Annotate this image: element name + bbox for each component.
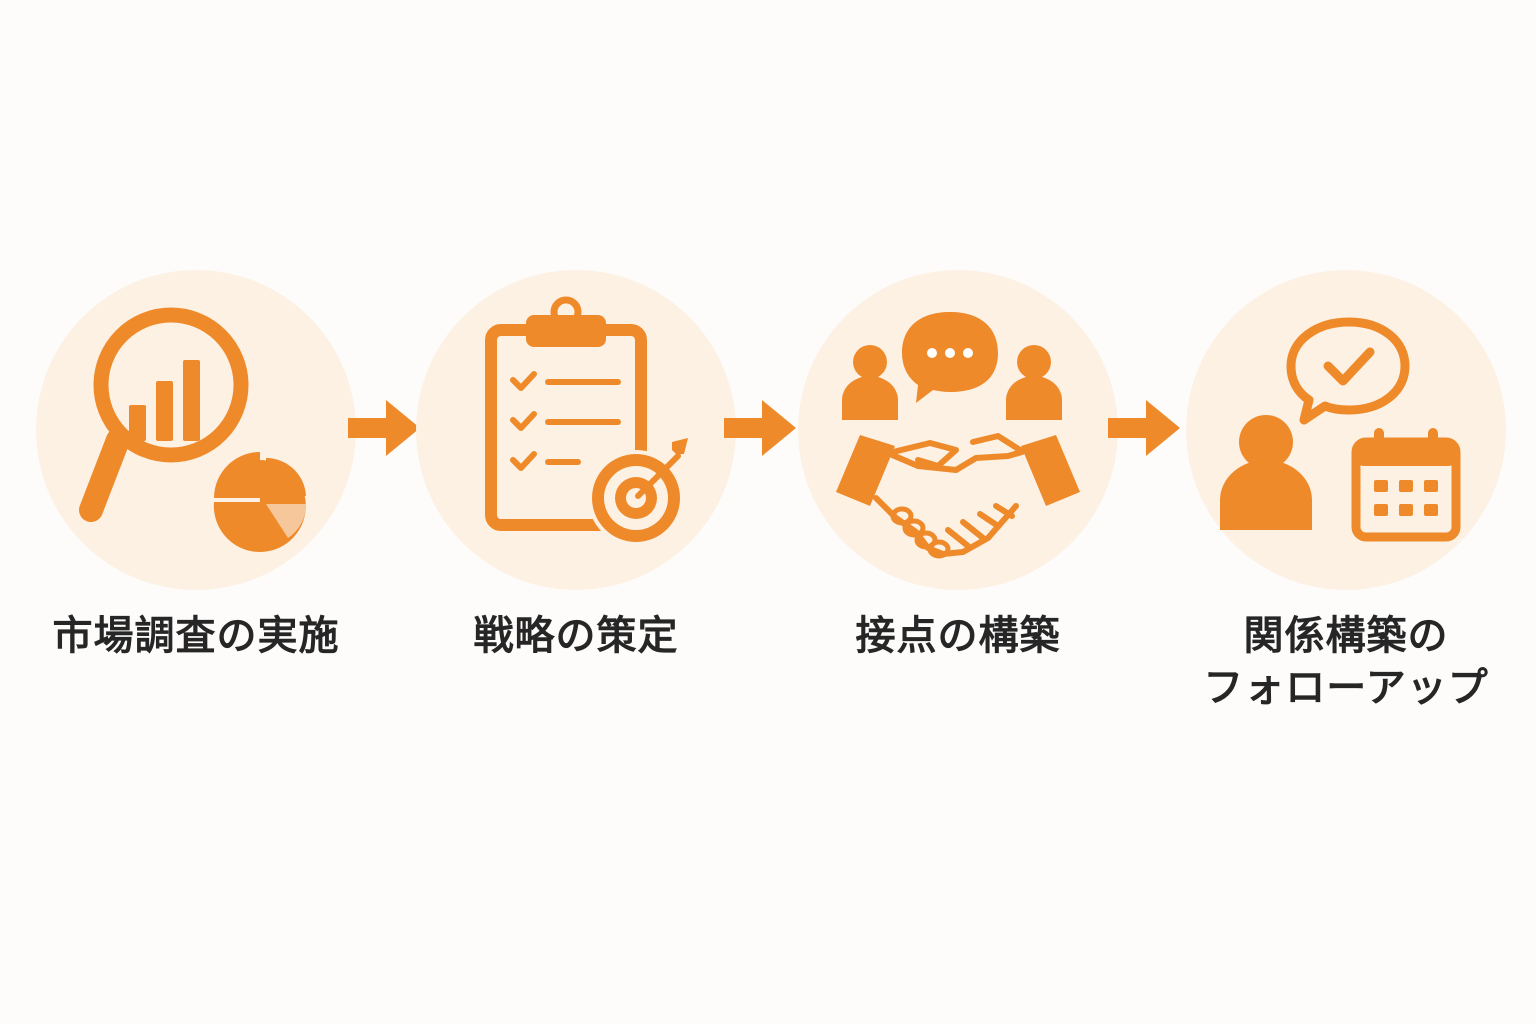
person-icon	[842, 345, 898, 420]
step-label-line1: 接点の構築	[855, 613, 1061, 659]
arrow-right-icon	[724, 400, 796, 456]
chat-bubble-icon	[902, 312, 998, 403]
magnifier-icon	[79, 307, 249, 522]
bar-chart-icon	[129, 360, 200, 441]
step-label: 戦略の策定	[376, 610, 776, 662]
person-icon	[1220, 415, 1312, 530]
step-contact-building: 接点の構築	[798, 270, 1118, 659]
step-relationship-followup: 関係構築の フォローアップ	[1186, 270, 1506, 711]
pie-chart-icon	[213, 452, 307, 552]
step-label-line2: フォローアップ	[1203, 665, 1489, 711]
research-icon-group	[79, 307, 307, 552]
handshake-icon	[836, 433, 1080, 559]
step-label-line1: 市場調査の実施	[52, 613, 340, 659]
step-label: 関係構築の フォローアップ	[1146, 610, 1536, 714]
clipboard-checklist-icon	[485, 296, 647, 531]
step-label-line1: 戦略の策定	[473, 613, 679, 659]
arrow-right-icon	[1108, 400, 1180, 456]
step-market-research: 市場調査の実施	[36, 270, 356, 659]
person-icon	[1006, 345, 1062, 420]
chat-check-icon	[1286, 317, 1410, 425]
target-icon	[588, 438, 688, 546]
step-label-line1: 関係構築の	[1243, 613, 1449, 659]
contact-icon-group	[836, 312, 1080, 559]
strategy-icon-group	[485, 296, 688, 546]
step-label: 接点の構築	[758, 610, 1158, 662]
calendar-icon	[1351, 428, 1461, 542]
step-strategy: 戦略の策定	[416, 270, 736, 659]
arrow-right-icon	[348, 400, 420, 456]
step-label: 市場調査の実施	[0, 610, 396, 662]
followup-icon-group	[1220, 317, 1461, 542]
